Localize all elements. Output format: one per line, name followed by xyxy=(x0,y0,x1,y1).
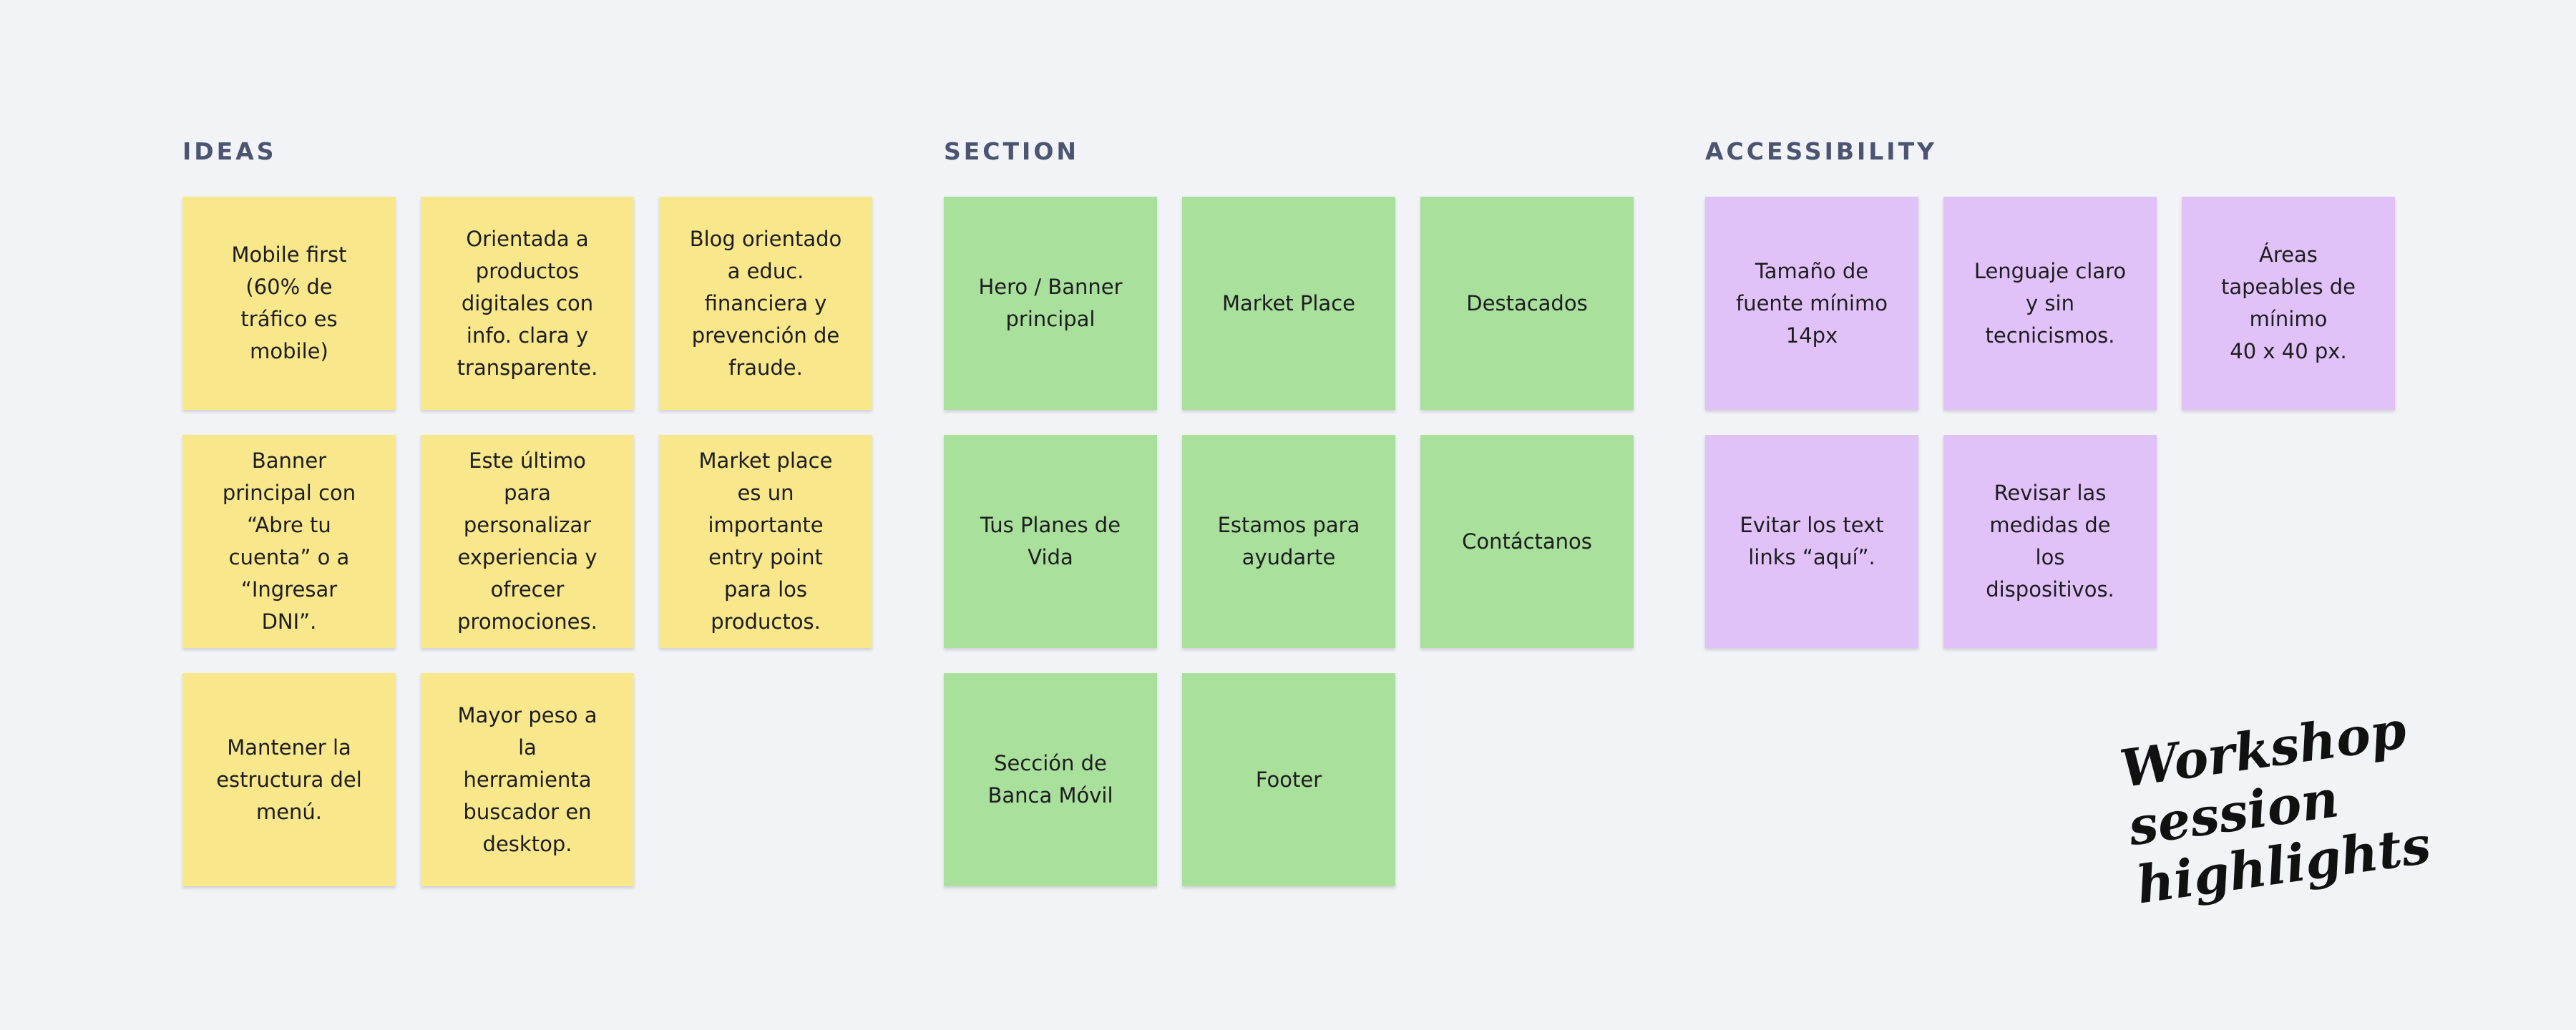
sticky-note[interactable]: Revisar las medidas de los dispositivos. xyxy=(1943,435,2157,648)
sticky-note[interactable]: Lenguaje claro y sin tecnicismos. xyxy=(1943,197,2157,410)
ideas-notes-grid: Mobile first (60% de tráfico es mobile) … xyxy=(182,197,872,886)
group-title-ideas: IDEAS xyxy=(182,137,277,165)
sticky-note[interactable]: Market place es un importante entry poin… xyxy=(659,435,872,648)
sticky-note[interactable]: Hero / Banner principal xyxy=(944,197,1157,410)
group-title-accessibility: ACCESSIBILITY xyxy=(1705,137,1937,165)
accessibility-notes-grid: Tamaño de fuente mínimo 14px Lenguaje cl… xyxy=(1705,197,2395,648)
group-title-section: SECTION xyxy=(944,137,1079,165)
sticky-note[interactable]: Mayor peso a la herramienta buscador en … xyxy=(421,673,634,886)
ideas-group: IDEAS Mobile first (60% de tráfico es mo… xyxy=(182,132,872,886)
sticky-note[interactable]: Sección de Banca Móvil xyxy=(944,673,1157,886)
sticky-note[interactable]: Evitar los text links “aquí”. xyxy=(1705,435,1918,648)
handwritten-caption[interactable]: Workshop session highlights xyxy=(2116,699,2434,916)
sticky-note[interactable]: Footer xyxy=(1182,673,1395,886)
sticky-note[interactable]: Estamos para ayudarte xyxy=(1182,435,1395,648)
sticky-note[interactable]: Market Place xyxy=(1182,197,1395,410)
sticky-note[interactable]: Banner principal con “Abre tu cuenta” o … xyxy=(182,435,396,648)
sticky-note[interactable]: Este último para personalizar experienci… xyxy=(421,435,634,648)
sticky-note[interactable]: Tamaño de fuente mínimo 14px xyxy=(1705,197,1918,410)
sticky-note[interactable]: Orientada a productos digitales con info… xyxy=(421,197,634,410)
sticky-note[interactable]: Destacados xyxy=(1420,197,1634,410)
sticky-note[interactable]: Mobile first (60% de tráfico es mobile) xyxy=(182,197,396,410)
section-group: SECTION Hero / Banner principal Market P… xyxy=(944,132,1634,886)
section-notes-grid: Hero / Banner principal Market Place Des… xyxy=(944,197,1634,886)
accessibility-group: ACCESSIBILITY Tamaño de fuente mínimo 14… xyxy=(1705,132,2395,648)
sticky-note[interactable]: Blog orientado a educ. financiera y prev… xyxy=(659,197,872,410)
sticky-note[interactable]: Contáctanos xyxy=(1420,435,1634,648)
sticky-note[interactable]: Mantener la estructura del menú. xyxy=(182,673,396,886)
sticky-note[interactable]: Tus Planes de Vida xyxy=(944,435,1157,648)
sticky-note[interactable]: Áreas tapeables de mínimo 40 x 40 px. xyxy=(2182,197,2395,410)
